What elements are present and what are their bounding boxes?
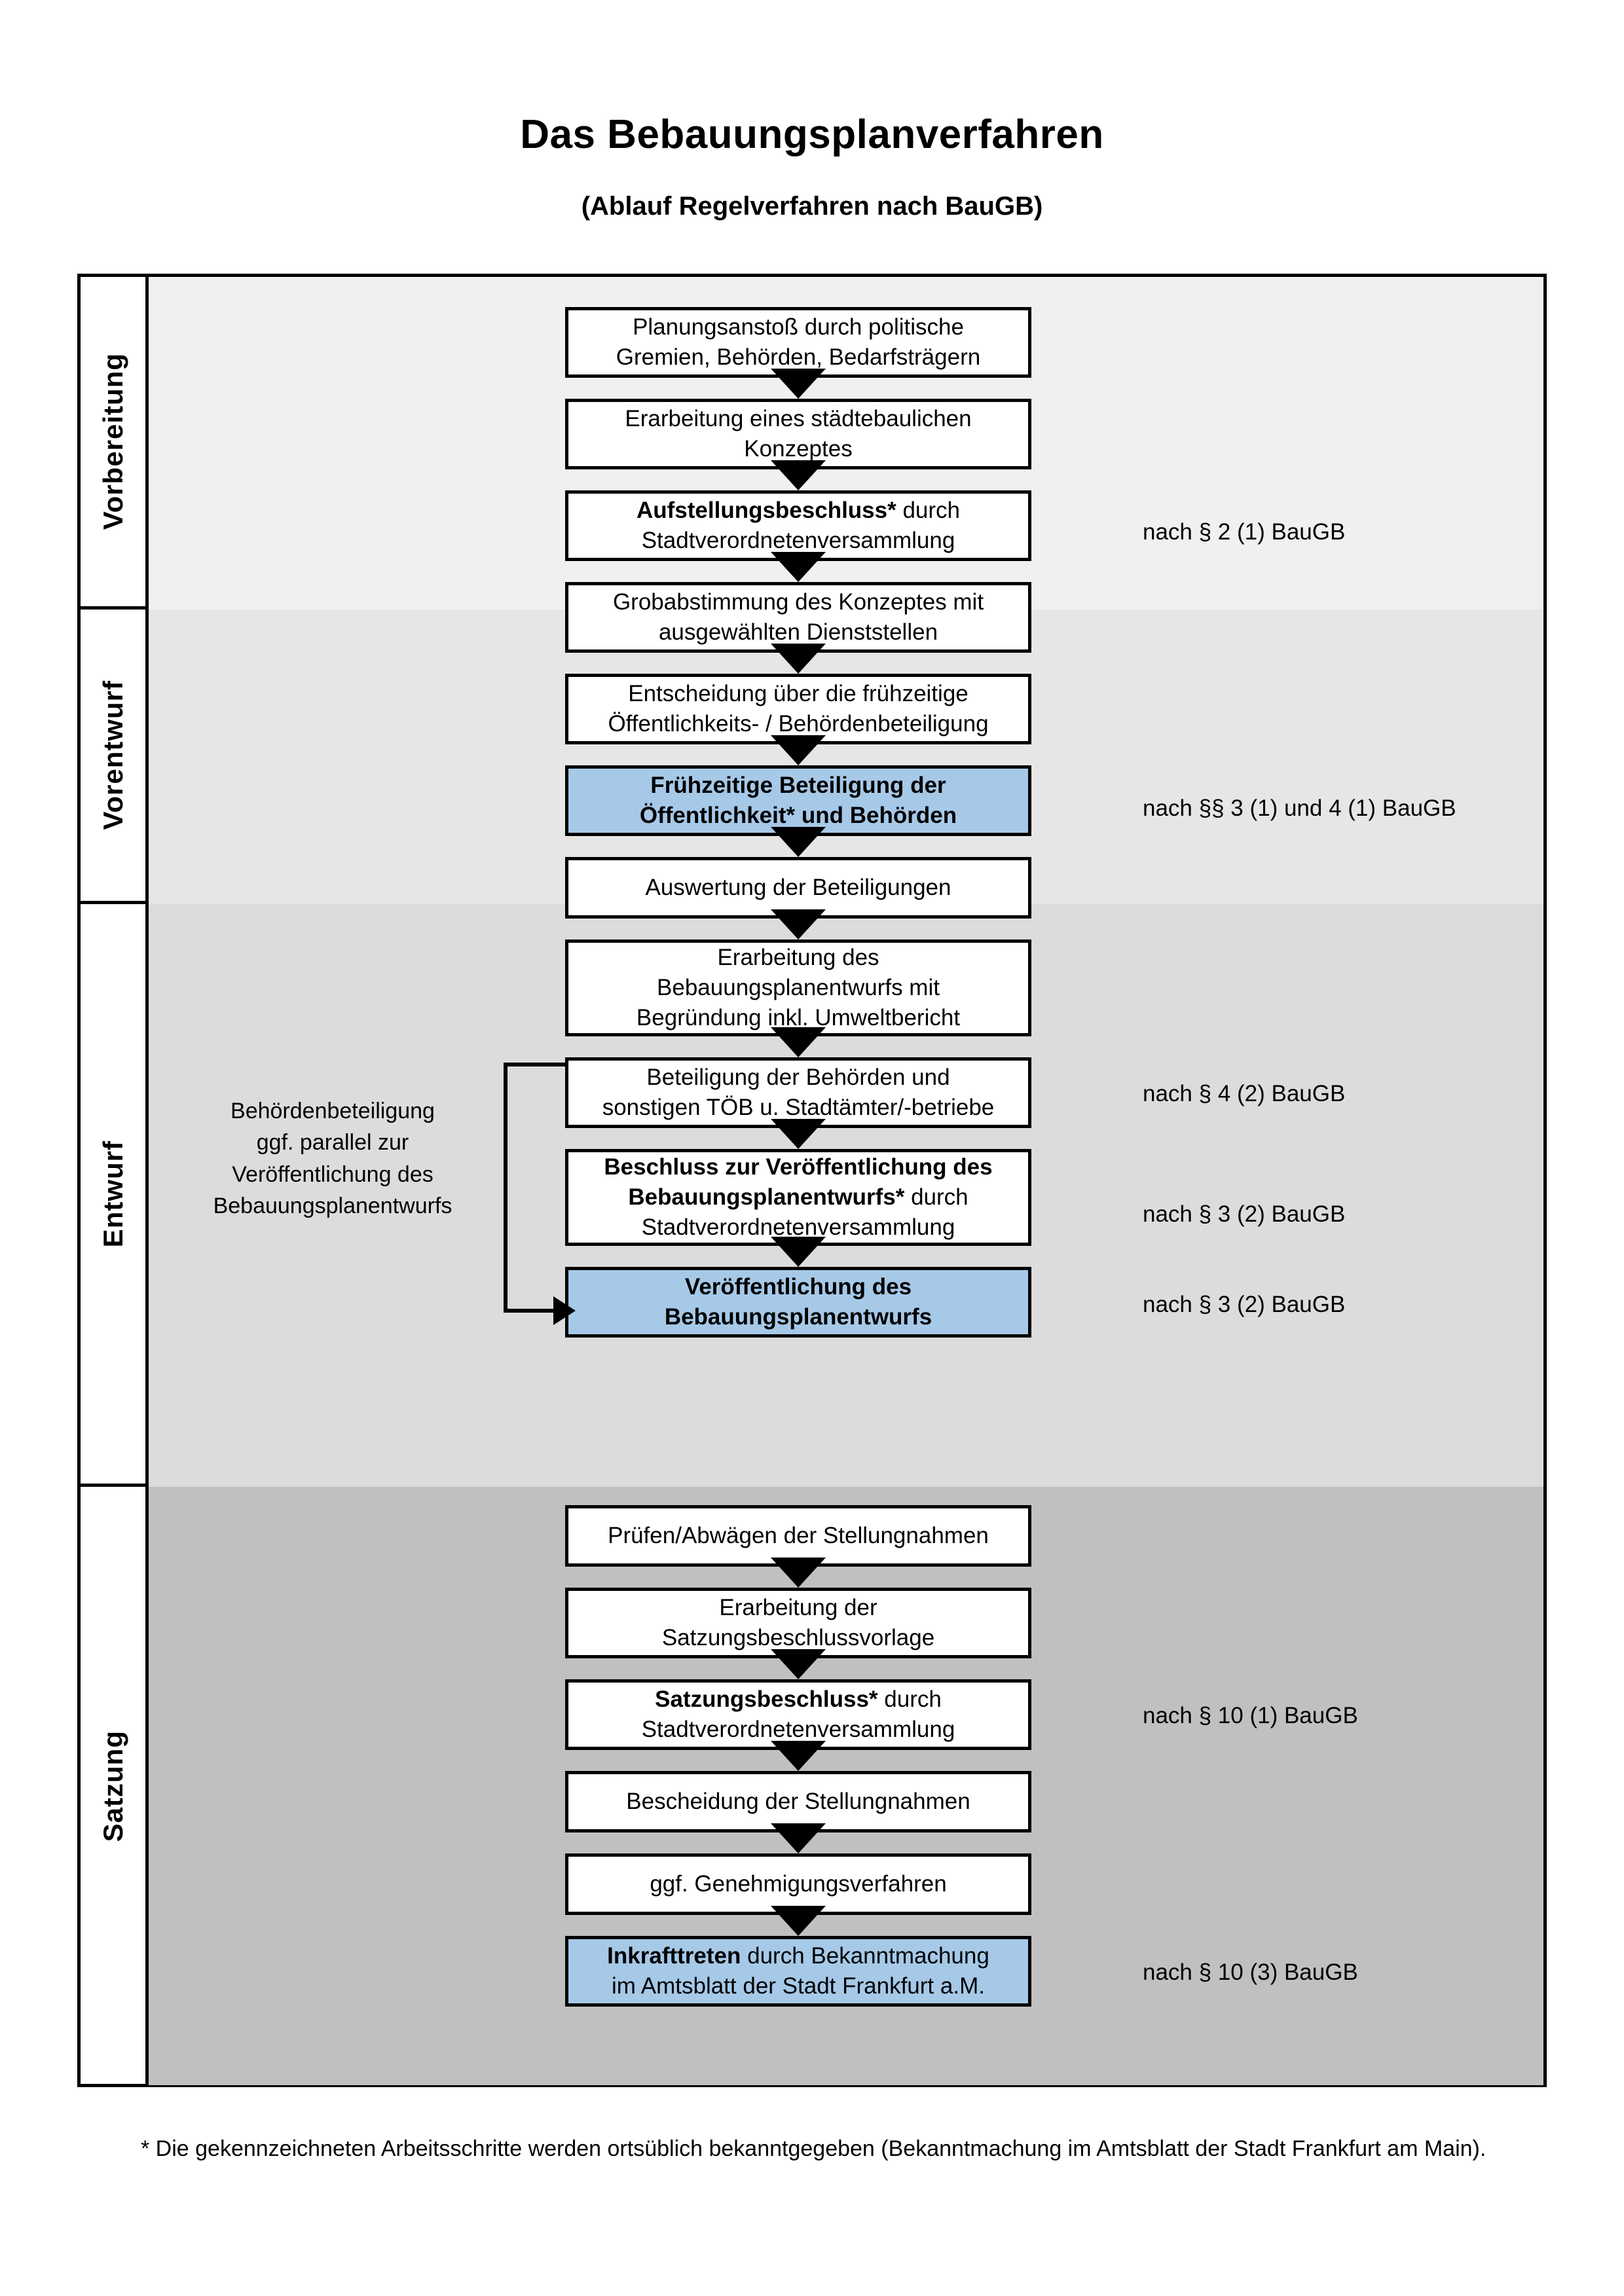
step-bold-2: Öffentlichkeit* und Behörden — [639, 803, 957, 828]
title-block: Das Bebauungsplanverfahren (Ablauf Regel… — [0, 111, 1624, 221]
step-line-1: durch Bekanntmachung — [741, 1942, 989, 1969]
bypass-connector — [504, 1063, 582, 1325]
step-line-1: Prüfen/Abwägen der Stellungnahmen — [608, 1522, 989, 1548]
arrow-icon-10 — [771, 1237, 826, 1267]
side-note-behoerdenbeteiligung: Behördenbeteiligung ggf. parallel zur Ve… — [179, 1095, 487, 1222]
step-box-grobabstimmung[interactable]: Grobabstimmung des Konzeptes mit ausgewä… — [565, 582, 1031, 653]
step-box-beschluss-veroeffentlichung[interactable]: Beschluss zur Veröffentlichung des Bebau… — [565, 1149, 1031, 1246]
phase-cell-vorentwurf: Vorentwurf — [81, 610, 145, 904]
step-box-satzungsbeschlussvorlage[interactable]: Erarbeitung der Satzungsbeschlussvorlage — [565, 1588, 1031, 1658]
bypass-segment-left — [504, 1063, 507, 1313]
side-note-line-1: Behördenbeteiligung — [231, 1099, 435, 1123]
phase-label-vorbereitung: Vorbereitung — [97, 353, 128, 530]
phase-cell-satzung: Satzung — [81, 1487, 145, 2085]
legal-ref-3-1-4-1: nach §§ 3 (1) und 4 (1) BauGB — [1143, 795, 1456, 821]
page-subtitle: (Ablauf Regelverfahren nach BauGB) — [581, 192, 1043, 221]
arrow-icon-15 — [771, 1823, 826, 1853]
step-bold-2: Bebauungsplanentwurfs* — [628, 1184, 905, 1210]
legal-ref-2-1: nach § 2 (1) BauGB — [1143, 519, 1346, 545]
step-line-1: Planungsanstoß durch politische — [633, 314, 964, 340]
phase-label-satzung: Satzung — [97, 1730, 128, 1842]
step-box-planungsanstoss[interactable]: Planungsanstoß durch politische Gremien,… — [565, 307, 1031, 378]
phase-label-entwurf: Entwurf — [97, 1140, 128, 1248]
step-box-aufstellungsbeschluss[interactable]: Aufstellungsbeschluss* durch Stadtverord… — [565, 490, 1031, 561]
step-box-auswertung[interactable]: Auswertung der Beteiligungen — [565, 857, 1031, 919]
page-title: Das Bebauungsplanverfahren — [520, 112, 1104, 157]
step-bold: Satzungsbeschluss* — [655, 1686, 878, 1712]
step-bold-2: Bebauungsplanentwurfs — [664, 1304, 932, 1330]
step-line-1: Erarbeitung eines städtebaulichen — [625, 405, 972, 431]
step-line-2: durch — [904, 1184, 969, 1210]
arrow-icon-4 — [771, 644, 826, 674]
bypass-arrow-icon — [553, 1296, 576, 1325]
step-line-2: im Amtsblatt der Stadt Frankfurt a.M. — [612, 1973, 985, 1999]
step-box-pruefen-abwaegen[interactable]: Prüfen/Abwägen der Stellungnahmen — [565, 1505, 1031, 1567]
step-bold: Veröffentlichung des — [684, 1273, 912, 1300]
phase-cell-vorbereitung: Vorbereitung — [81, 277, 145, 610]
step-bold: Aufstellungsbeschluss* — [636, 497, 896, 523]
step-line-3: Begründung inkl. Umweltbericht — [636, 1005, 961, 1031]
phase-cell-entwurf: Entwurf — [81, 904, 145, 1487]
arrow-icon-13 — [771, 1649, 826, 1679]
step-box-veroeffentlichung[interactable]: Veröffentlichung des Bebauungsplanentwur… — [565, 1267, 1031, 1338]
side-note-line-2: ggf. parallel zur — [256, 1130, 409, 1156]
legal-ref-3-2-a: nach § 3 (2) BauGB — [1143, 1201, 1346, 1227]
arrow-icon-5 — [771, 735, 826, 765]
flowchart-frame: Vorbereitung Vorentwurf Entwurf Satzung … — [77, 274, 1547, 2087]
step-line-1: Bescheidung der Stellungnahmen — [626, 1788, 970, 1814]
step-box-beteiligung-behoerden[interactable]: Beteiligung der Behörden und sonstigen T… — [565, 1057, 1031, 1128]
phase-label-vorentwurf: Vorentwurf — [97, 680, 128, 830]
bypass-segment-top — [504, 1063, 568, 1066]
step-line-1: Auswertung der Beteiligungen — [645, 874, 951, 900]
step-bold: Inkrafttreten — [607, 1942, 741, 1969]
step-line-1: durch — [877, 1686, 942, 1712]
step-box-inkrafttreten[interactable]: Inkrafttreten durch Bekanntmachung im Am… — [565, 1936, 1031, 2007]
legal-ref-4-2: nach § 4 (2) BauGB — [1143, 1081, 1346, 1106]
step-box-fruehzeitige-beteiligung[interactable]: Frühzeitige Beteiligung der Öffentlichke… — [565, 765, 1031, 836]
step-line-2: Konzeptes — [744, 436, 853, 462]
step-line-2: ausgewählten Dienststellen — [658, 619, 938, 645]
arrow-icon-7 — [771, 909, 826, 939]
side-note-line-4: Bebauungsplanentwurfs — [213, 1193, 452, 1218]
legal-ref-10-3: nach § 10 (3) BauGB — [1143, 1959, 1358, 1985]
band-vorentwurf — [149, 610, 1543, 904]
step-box-satzungsbeschluss[interactable]: Satzungsbeschluss* durch Stadtverordnete… — [565, 1679, 1031, 1750]
step-bold: Frühzeitige Beteiligung der — [650, 772, 946, 798]
step-line-2: Bebauungsplanentwurfs mit — [657, 974, 940, 1000]
phase-label-column: Vorbereitung Vorentwurf Entwurf Satzung — [81, 277, 149, 2084]
step-line-1: Grobabstimmung des Konzeptes mit — [612, 589, 984, 615]
step-line-2: sonstigen TÖB u. Stadtämter/-betriebe — [602, 1095, 995, 1120]
step-line-1: Erarbeitung des — [717, 944, 879, 970]
arrow-icon-2 — [771, 460, 826, 490]
arrow-icon-12 — [771, 1558, 826, 1588]
step-box-entscheidung-beteiligung[interactable]: Entscheidung über die frühzeitige Öffent… — [565, 674, 1031, 744]
legal-ref-10-1: nach § 10 (1) BauGB — [1143, 1703, 1358, 1728]
step-bold: Beschluss zur Veröffentlichung des — [604, 1154, 993, 1180]
arrow-icon-8 — [771, 1027, 826, 1057]
step-line-1: Beteiligung der Behörden und — [646, 1064, 950, 1090]
arrow-icon-16 — [771, 1906, 826, 1936]
step-line-1: Entscheidung über die frühzeitige — [628, 680, 969, 706]
step-line-2: Satzungsbeschlussvorlage — [661, 1625, 935, 1650]
legal-ref-3-2-b: nach § 3 (2) BauGB — [1143, 1292, 1346, 1317]
step-line-3: Stadtverordnetenversammlung — [641, 1214, 955, 1241]
arrow-icon-9 — [771, 1119, 826, 1149]
arrow-icon-6 — [771, 827, 826, 857]
step-line-2: Stadtverordnetenversammlung — [641, 1717, 955, 1742]
step-box-genehmigungsverfahren[interactable]: ggf. Genehmigungsverfahren — [565, 1853, 1031, 1915]
step-line-2: Stadtverordnetenversammlung — [641, 528, 955, 553]
step-line-1: durch — [896, 497, 961, 523]
side-note-line-3: Veröffentlichung des — [232, 1161, 434, 1187]
step-line-1: Erarbeitung der — [719, 1594, 877, 1620]
step-line-2: Gremien, Behörden, Bedarfsträgern — [616, 344, 981, 370]
step-box-erarbeitung-entwurf[interactable]: Erarbeitung des Bebauungsplanentwurfs mi… — [565, 939, 1031, 1036]
step-line-1: ggf. Genehmigungsverfahren — [650, 1870, 947, 1897]
arrow-icon-3 — [771, 552, 826, 582]
bypass-segment-bottom — [504, 1309, 556, 1313]
step-line-2: Öffentlichkeits- / Behördenbeteiligung — [608, 711, 989, 737]
arrow-icon-1 — [771, 369, 826, 399]
arrow-icon-14 — [771, 1741, 826, 1771]
footnote: * Die gekennzeichneten Arbeitsschritte w… — [141, 2136, 1486, 2161]
step-box-konzept[interactable]: Erarbeitung eines städtebaulichen Konzep… — [565, 399, 1031, 469]
